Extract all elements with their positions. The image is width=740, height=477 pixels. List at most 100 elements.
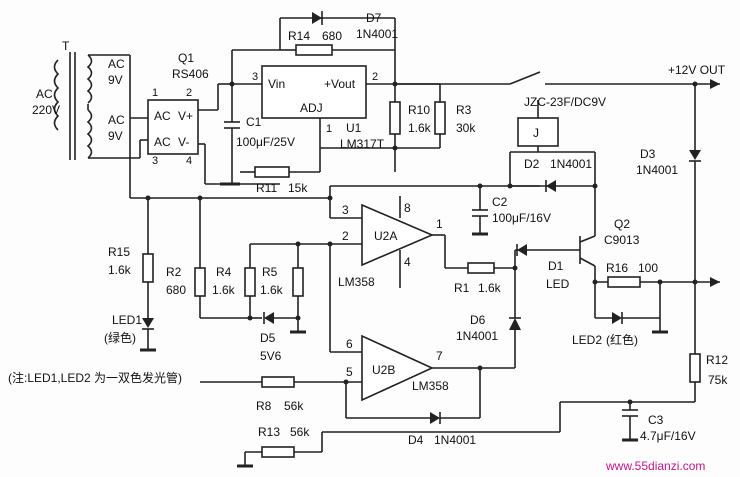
r5-ref: R5: [262, 265, 278, 279]
d7-value: 1N4001: [356, 27, 398, 41]
d1-value: LED: [546, 277, 570, 291]
d6-value: 1N4001: [456, 329, 498, 343]
resistor-r16: [607, 276, 641, 288]
led1-ref: LED1: [112, 313, 142, 327]
led2-diode: [612, 312, 622, 324]
reg-adj: ADJ: [300, 101, 323, 115]
r11-ref: R11: [256, 181, 277, 195]
output-label: +12V OUT: [668, 63, 726, 77]
resistor-r15: [142, 253, 154, 283]
resistor-r4: [244, 267, 256, 297]
r2-ref: R2: [166, 265, 182, 279]
d6-ref: D6: [470, 313, 486, 327]
resistor-r13: [261, 446, 295, 458]
regulator-u1: [261, 65, 367, 119]
bridge-ac1: AC: [154, 109, 171, 123]
diode-d2: [546, 180, 556, 192]
sec1-label: AC: [108, 57, 125, 71]
c3-ref: C3: [648, 413, 664, 427]
u2a-ref: U2A: [374, 229, 397, 243]
r4-value: 1.6k: [212, 283, 236, 297]
bridge-vminus: V-: [178, 135, 189, 149]
note-text: (注:LED1,LED2 为一双色发光管): [8, 370, 182, 385]
u2b-pin7: 7: [436, 349, 443, 363]
d3-value: 1N4001: [636, 163, 678, 177]
r11-value: 15k: [288, 181, 308, 195]
r16-value: 100: [638, 261, 658, 275]
reg-pin3: 3: [252, 71, 258, 83]
output-arrow-top: [710, 79, 720, 89]
reg-vin: Vin: [268, 77, 285, 91]
r8-ref: R8: [256, 399, 272, 413]
q2-ref: Q2: [614, 217, 630, 231]
resistor-r2: [194, 267, 206, 297]
r1-ref: R1: [454, 281, 470, 295]
zener-d5: [264, 312, 274, 324]
u2b-part: LM358: [412, 379, 449, 393]
diode-d4: [430, 412, 440, 424]
diode-d6: [509, 318, 521, 330]
led1-color: (绿色): [104, 330, 136, 345]
bridge-rectifier: [147, 99, 199, 155]
u2b-ref: U2B: [372, 363, 395, 377]
c1-ref: C1: [246, 115, 262, 129]
r15-value: 1.6k: [108, 263, 132, 277]
bridge-pin1: 1: [152, 87, 158, 99]
bridge-pin4: 4: [186, 155, 192, 167]
reg-vout: +Vout: [324, 77, 356, 91]
reg-pin1: 1: [326, 123, 332, 135]
relay-coil: [517, 117, 559, 147]
q2-value: C9013: [604, 233, 640, 247]
d4-ref: D4: [408, 433, 424, 447]
bridge-pin2: 2: [186, 87, 192, 99]
c3-value: 4.7μF/16V: [640, 429, 696, 443]
bridge-ref: Q1: [178, 51, 194, 65]
r10-ref: R10: [408, 103, 430, 117]
relay-label: JZC-23F/DC9V: [524, 95, 606, 109]
sec2-voltage: 9V: [108, 129, 123, 143]
bridge-ac2: AC: [154, 135, 171, 149]
r12-value: 75k: [708, 373, 728, 387]
diode-d7: [312, 12, 322, 24]
led1-diode: [142, 318, 154, 328]
r3-ref: R3: [456, 103, 472, 117]
bridge-part: RS406: [172, 67, 209, 81]
relay-coil-label: J: [533, 126, 539, 140]
diode-d3: [689, 150, 701, 160]
r13-value: 56k: [290, 425, 310, 439]
resistor-r8: [261, 376, 295, 388]
r16-ref: R16: [606, 261, 628, 275]
d5-ref: D5: [260, 331, 276, 345]
bridge-vplus: V+: [178, 109, 193, 123]
primary-voltage: 220V: [32, 103, 60, 117]
opamp-u2b: [361, 334, 434, 402]
u2a-part: LM358: [338, 275, 375, 289]
resistor-r3: [434, 101, 446, 135]
u2a-pin4: 4: [404, 255, 411, 269]
capacitor-c1: [224, 84, 240, 184]
r10-value: 1.6k: [408, 121, 432, 135]
d2-ref: D2: [524, 157, 540, 171]
sec1-voltage: 9V: [108, 73, 123, 87]
c1-value: 100μF/25V: [236, 135, 295, 149]
resistor-r14: [295, 44, 333, 56]
r2-value: 680: [166, 283, 186, 297]
led2-ref: LED2: [572, 333, 602, 347]
u2a-pin8: 8: [404, 201, 411, 215]
r13-ref: R13: [258, 425, 280, 439]
resistor-r5: [292, 267, 304, 297]
r4-ref: R4: [216, 265, 232, 279]
transformer: [53, 52, 148, 199]
d5-value: 5V6: [260, 349, 282, 363]
u2a-pin3: 3: [342, 203, 349, 217]
r14-value: 680: [322, 29, 342, 43]
c2-value: 100μF/16V: [492, 211, 551, 225]
resistor-r10: [389, 101, 401, 135]
r5-value: 1.6k: [260, 283, 284, 297]
r14-ref: R14: [288, 29, 310, 43]
d2-value: 1N4001: [550, 157, 592, 171]
d1-ref: D1: [548, 259, 564, 273]
c2-ref: C2: [492, 195, 508, 209]
